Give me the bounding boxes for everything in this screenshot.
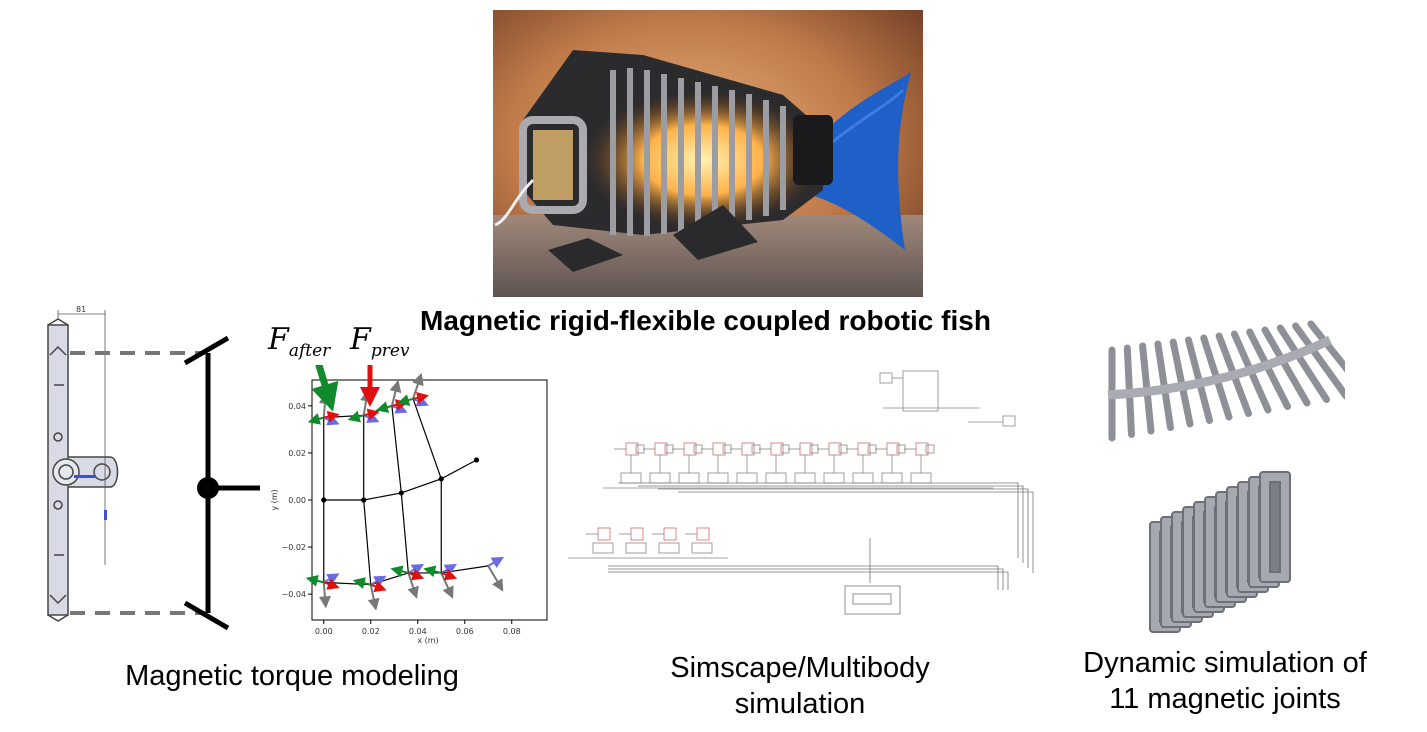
dimension-label: 81 xyxy=(76,305,86,314)
joint-node xyxy=(321,497,327,503)
grey-force-arrow xyxy=(407,572,419,599)
x-tick-label: 0.06 xyxy=(456,627,474,636)
grey-force-arrow xyxy=(318,582,331,609)
x-axis-label: x (m) xyxy=(417,636,438,645)
force-after-label: Fafter xyxy=(268,322,330,361)
body-block xyxy=(649,472,671,484)
force-after-arrow xyxy=(311,365,339,412)
joint-node xyxy=(473,457,480,463)
body-block xyxy=(823,472,845,484)
green-force-arrow xyxy=(423,565,442,578)
red-force-arrow xyxy=(408,568,425,581)
blue-force-arrow xyxy=(487,556,504,569)
sensor-block xyxy=(896,444,906,454)
joint-block xyxy=(597,527,611,541)
joint-block xyxy=(696,527,710,541)
body-block xyxy=(625,542,647,554)
red-force-arrow xyxy=(440,568,458,581)
rib-bar xyxy=(1292,322,1345,400)
body-block xyxy=(678,472,700,484)
torque-plot: 0.00 0.02 0.04 0.06 0.08 0.04 0.02 0.00 −0.02 −0.… xyxy=(270,365,548,645)
caption-dynamic-simulation: Dynamic simulation of 11 magnetic joints xyxy=(1050,645,1400,717)
robotic-fish-photo xyxy=(493,10,923,297)
y-tick-label: 0.00 xyxy=(288,496,306,505)
y-axis-label: y (m) xyxy=(270,489,279,510)
grey-force-arrow xyxy=(367,584,380,611)
caption-simscape: Simscape/Multibody simulation xyxy=(620,650,980,722)
sensor-block xyxy=(722,444,732,454)
body-block xyxy=(794,472,816,484)
joint-node xyxy=(361,497,367,503)
green-force-arrow xyxy=(307,413,325,425)
rib-bar xyxy=(1276,324,1330,403)
joint-block xyxy=(630,527,644,541)
caption-torque-modeling: Magnetic torque modeling xyxy=(125,660,459,692)
green-force-arrow xyxy=(305,574,324,587)
simscape-block-diagram xyxy=(568,370,1034,615)
caption-simscape-line2: simulation xyxy=(734,688,866,720)
force-prev-base: F xyxy=(350,322,371,357)
body-block xyxy=(765,472,787,484)
joint-stack-render xyxy=(1149,471,1291,633)
body-block xyxy=(620,472,642,484)
joint-block xyxy=(663,527,677,541)
joint-cad-drawing: 81 xyxy=(47,305,260,631)
green-force-arrow xyxy=(352,577,371,589)
joint-node xyxy=(398,490,404,496)
sensor-block xyxy=(635,444,645,454)
body-block xyxy=(707,472,729,484)
y-tick-label: −0.04 xyxy=(281,590,306,599)
body-block xyxy=(691,542,713,554)
red-force-arrow xyxy=(370,580,387,592)
sensor-block xyxy=(867,444,877,454)
red-force-arrow xyxy=(323,578,340,590)
caption-dynamic-line2: 11 magnetic joints xyxy=(1109,683,1341,715)
sensor-block xyxy=(693,444,703,454)
body-block xyxy=(592,542,614,554)
grey-force-arrow xyxy=(389,379,402,407)
body-block xyxy=(881,472,903,484)
force-after-base: F xyxy=(268,322,289,357)
body-block xyxy=(910,472,932,484)
grey-force-arrow xyxy=(412,372,424,400)
red-force-arrow xyxy=(323,410,340,423)
rib-bar xyxy=(1261,326,1311,407)
green-force-arrow xyxy=(375,401,393,413)
grey-force-arrow xyxy=(487,565,504,592)
joint-node xyxy=(438,476,444,482)
force-after-sub: after xyxy=(288,341,331,361)
x-tick-label: 0.04 xyxy=(409,627,427,636)
y-tick-label: 0.04 xyxy=(288,402,306,411)
force-prev-label: Fprev xyxy=(350,322,410,361)
joint-slot xyxy=(1269,481,1281,573)
skeleton-render xyxy=(1107,320,1345,442)
green-force-arrow xyxy=(397,394,414,406)
y-tick-label: 0.02 xyxy=(288,449,306,458)
x-tick-label: 0.08 xyxy=(503,627,521,636)
body-block xyxy=(852,472,874,484)
green-force-arrow xyxy=(390,565,409,578)
body-block xyxy=(658,542,680,554)
x-tick-label: 0.02 xyxy=(362,627,380,636)
grey-force-arrow xyxy=(440,572,454,599)
x-tick-label: 0.00 xyxy=(315,627,333,636)
green-force-arrow xyxy=(347,410,364,423)
red-force-arrow xyxy=(412,392,430,404)
sensor-block xyxy=(925,444,935,454)
sensor-block xyxy=(751,444,761,454)
y-tick-label: −0.02 xyxy=(281,543,306,552)
rib-bar xyxy=(1307,320,1345,373)
force-prev-sub: prev xyxy=(370,341,410,361)
figure-title: Magnetic rigid-flexible coupled robotic … xyxy=(420,305,991,336)
caption-dynamic-line1: Dynamic simulation of xyxy=(1083,647,1367,679)
body-block xyxy=(736,472,758,484)
sensor-block xyxy=(780,444,790,454)
caption-simscape-line1: Simscape/Multibody xyxy=(670,652,930,684)
sensor-block xyxy=(809,444,819,454)
red-force-arrow xyxy=(363,408,380,421)
sensor-block xyxy=(664,444,674,454)
sensor-block xyxy=(838,444,848,454)
